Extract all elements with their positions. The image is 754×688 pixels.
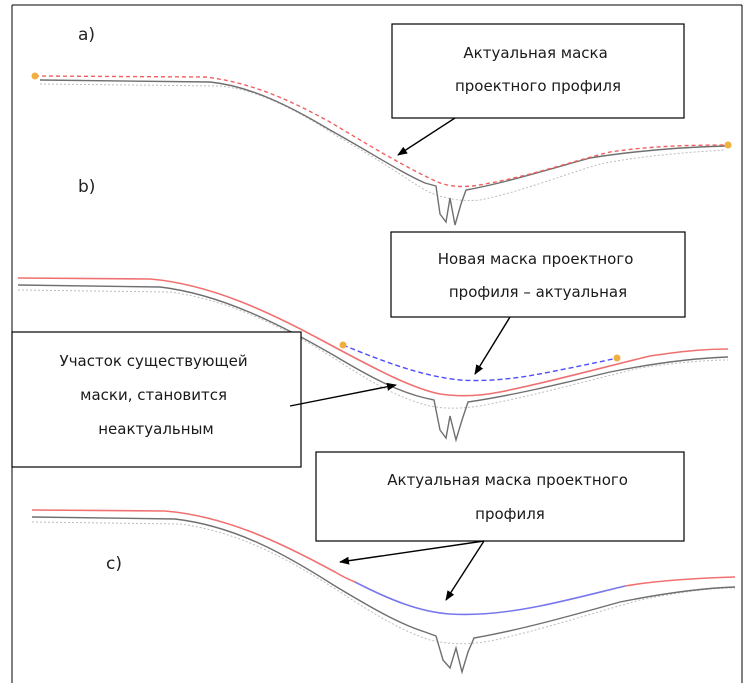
panel-b: b) Новая маска проектного профиля – акту…: [11, 177, 729, 468]
panel-a-node-right: [724, 141, 732, 149]
panel-a-mask-actual: [34, 75, 729, 188]
panel-c-mask-right: [624, 576, 736, 587]
panel-c-arrow-left: [339, 540, 485, 565]
panel-c-callout-line-2: профиля: [475, 505, 545, 523]
panel-a-arrow: [397, 117, 456, 156]
panel-b-mask-new: [342, 344, 618, 382]
panel-b-ground: [17, 284, 729, 443]
panel-c-callout-line-1: Актуальная маска проектного: [387, 471, 628, 489]
panel-b-callout-old-line-3: неактуальным: [98, 420, 214, 438]
panel-a-ground-light: [39, 83, 726, 201]
panel-a-label: a): [78, 25, 95, 45]
panel-c-callout-text: Актуальная маска проектного профиля: [387, 471, 632, 523]
panel-c-mask-middle: [354, 581, 626, 616]
panel-c-ground-light: [31, 521, 736, 645]
panel-b-callout-old-line-2: маски, становится: [80, 386, 227, 404]
panel-b-callout-new-line-2: профиля – актуальная: [449, 283, 627, 301]
panel-c-mask-left: [31, 509, 356, 583]
panel-a-callout-box: [391, 23, 685, 119]
panel-b-callout-new-text: Новая маска проектного профиля – актуаль…: [438, 250, 638, 301]
panel-b-callout-new-line-1: Новая маска проектного: [438, 250, 634, 268]
panel-b-callout-old-text: Участок существующей маски, становится н…: [60, 352, 253, 438]
panel-b-node-left: [339, 341, 347, 349]
panel-a-callout-line-2: проектного профиля: [455, 77, 621, 95]
panel-c: c) Актуальная маска проектного профиля: [31, 451, 736, 675]
panel-c-callout-box: [315, 451, 685, 542]
panel-b-callout-old-line-1: Участок существующей: [60, 352, 248, 370]
panel-a-callout-line-1: Актуальная маска: [463, 44, 607, 62]
panel-b-callout-old-box: [11, 331, 302, 468]
panel-b-callout-new-box: [390, 231, 686, 318]
panel-b-ground-light: [17, 289, 729, 409]
panel-b-arrow-new: [474, 316, 511, 375]
panel-a-node-left: [31, 72, 39, 80]
panel-a-ground: [39, 79, 726, 226]
panel-b-arrow-old: [289, 382, 397, 407]
panel-c-ground: [31, 516, 736, 675]
panel-b-label: b): [78, 177, 95, 197]
panel-b-node-right: [613, 354, 621, 362]
panel-a-callout-text: Актуальная маска проектного профиля: [455, 44, 621, 95]
panel-c-label: c): [106, 554, 122, 574]
panel-c-arrow-right: [445, 540, 485, 601]
panel-b-mask-existing: [17, 277, 729, 397]
panel-a: a) Актуальная маска проектного профиля: [31, 23, 732, 226]
